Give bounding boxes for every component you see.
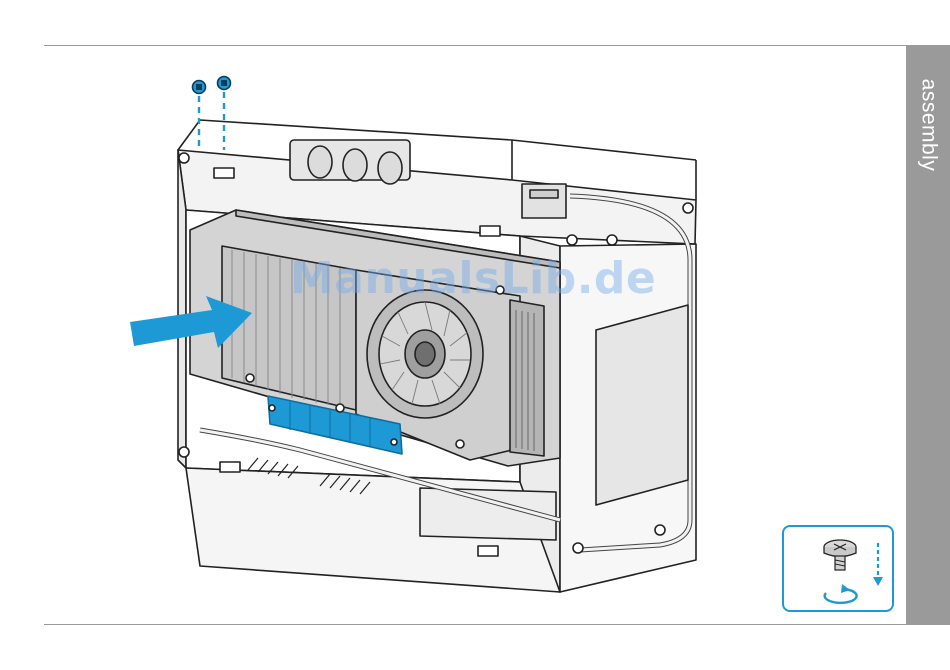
watermark: ManualsLib.de [290, 253, 656, 304]
down-arrow-icon [873, 543, 883, 586]
screw-icon [824, 540, 856, 570]
rotate-clockwise-icon [825, 584, 857, 603]
bracket-screws [193, 77, 231, 151]
screw-instruction-inset [782, 525, 894, 612]
